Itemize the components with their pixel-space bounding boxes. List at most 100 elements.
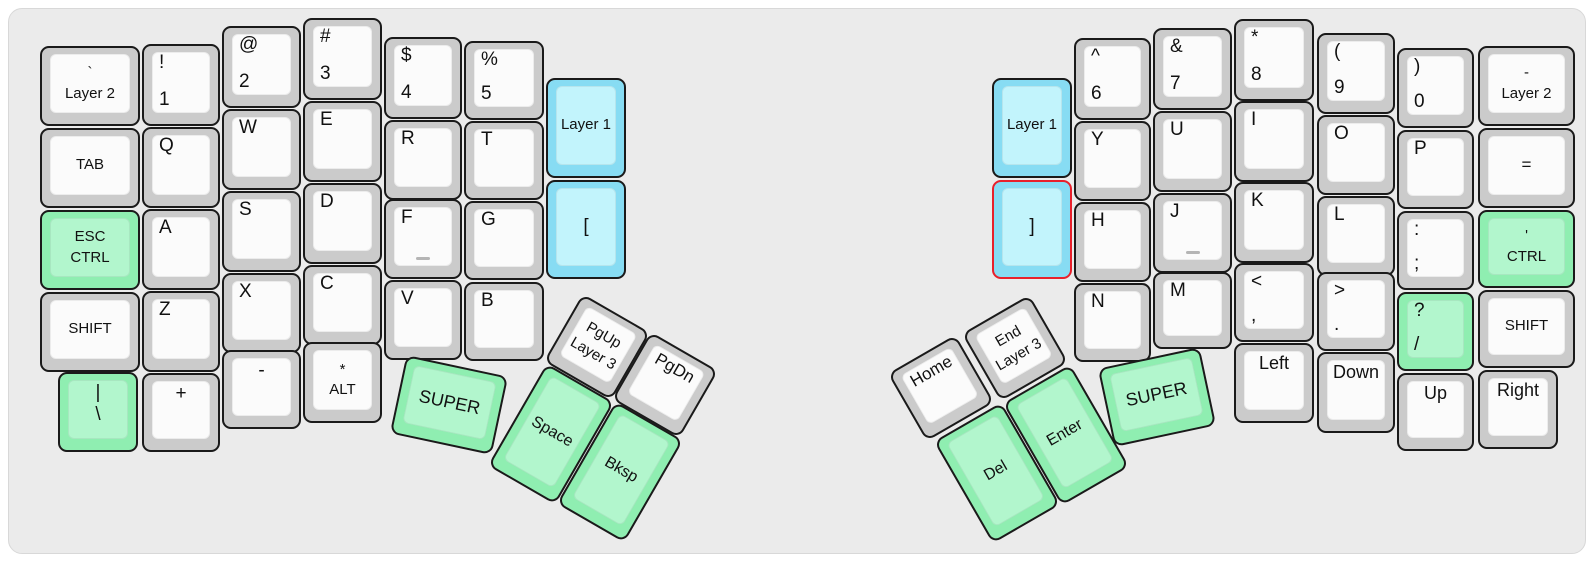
- key-y[interactable]: Y: [1074, 121, 1151, 201]
- key-minus-layer2[interactable]: -Layer 2: [1478, 46, 1575, 126]
- keycap-legend: ?: [1414, 300, 1425, 321]
- key-arrow-down[interactable]: Down: [1317, 352, 1395, 433]
- key-j[interactable]: J: [1153, 193, 1232, 273]
- key-8[interactable]: *8: [1234, 19, 1314, 101]
- key-tab[interactable]: TAB: [40, 128, 140, 208]
- key-n[interactable]: N: [1074, 283, 1151, 362]
- key-a[interactable]: A: [142, 209, 220, 290]
- key-r[interactable]: R: [384, 120, 462, 200]
- key-semicolon[interactable]: :;: [1397, 211, 1474, 290]
- key-l[interactable]: L: [1317, 196, 1395, 276]
- keycap-face: $4: [394, 45, 452, 106]
- keycap-face: SUPER: [1109, 356, 1204, 433]
- keycap-face: J: [1163, 201, 1222, 260]
- key-p[interactable]: P: [1397, 130, 1474, 209]
- key-plus[interactable]: +: [142, 373, 220, 452]
- key-9[interactable]: (9: [1317, 33, 1395, 114]
- key-e[interactable]: E: [303, 101, 382, 182]
- key-d[interactable]: D: [303, 183, 382, 264]
- keycap-legend: F: [401, 207, 413, 228]
- keycap-legend: (: [1334, 41, 1341, 62]
- keycap-legend: M: [1170, 280, 1186, 301]
- keycap-legend: Layer 1: [1006, 116, 1058, 134]
- keycap-face: Up: [1407, 381, 1464, 438]
- keycap-face: TAB: [50, 136, 130, 195]
- keycap-legend: -: [1524, 64, 1529, 82]
- keycap-legend: 7: [1170, 73, 1181, 94]
- keycap-face: Layer 1: [556, 86, 616, 165]
- key-equals[interactable]: =: [1478, 128, 1575, 208]
- key-7[interactable]: &7: [1153, 28, 1232, 110]
- key-u[interactable]: U: [1153, 111, 1232, 192]
- keycap-legend: @: [239, 34, 259, 55]
- key-6[interactable]: ^6: [1074, 38, 1151, 120]
- key-b[interactable]: B: [464, 282, 544, 361]
- keycap-legend: 5: [481, 83, 492, 104]
- key-o[interactable]: O: [1317, 115, 1395, 195]
- keycap-legend: D: [320, 191, 334, 212]
- key-asterisk-alt[interactable]: *ALT: [303, 342, 382, 423]
- key-comma[interactable]: <,: [1234, 263, 1314, 342]
- key-layer1-right[interactable]: Layer 1: [992, 78, 1072, 178]
- keycap-legend: SHIFT: [68, 320, 112, 338]
- key-v[interactable]: V: [384, 280, 462, 360]
- key-shift-left[interactable]: SHIFT: [40, 292, 140, 372]
- keycap-face: X: [232, 281, 291, 340]
- key-h[interactable]: H: [1074, 202, 1151, 282]
- key-5[interactable]: %5: [464, 41, 544, 120]
- key-arrow-left[interactable]: Left: [1234, 343, 1314, 423]
- key-c[interactable]: C: [303, 265, 382, 345]
- keycap-face: >.: [1327, 280, 1385, 338]
- keycap-face: *ALT: [313, 350, 372, 410]
- keycap-legend: ): [1414, 56, 1421, 77]
- key-i[interactable]: I: [1234, 101, 1314, 182]
- keycap-legend: Right: [1496, 380, 1540, 400]
- key-shift-right[interactable]: SHIFT: [1478, 290, 1575, 368]
- key-super-right[interactable]: SUPER: [1097, 347, 1217, 447]
- key-grave-layer2[interactable]: `Layer 2: [40, 46, 140, 126]
- key-left-bracket[interactable]: [: [546, 180, 626, 279]
- keycap-face: K: [1244, 190, 1304, 250]
- key-z[interactable]: Z: [142, 291, 220, 372]
- keycap-face: SHIFT: [1488, 298, 1565, 355]
- key-w[interactable]: W: [222, 109, 301, 190]
- keycap-face: SHIFT: [50, 300, 130, 359]
- keycap-legend: .: [1334, 314, 1340, 335]
- keycap-legend: -: [258, 360, 265, 381]
- key-k[interactable]: K: [1234, 182, 1314, 263]
- key-g[interactable]: G: [464, 201, 544, 280]
- key-0[interactable]: )0: [1397, 48, 1474, 128]
- key-x[interactable]: X: [222, 273, 301, 353]
- key-super-left[interactable]: SUPER: [389, 355, 509, 455]
- key-period[interactable]: >.: [1317, 272, 1395, 351]
- key-quote-ctrl[interactable]: 'CTRL: [1478, 210, 1575, 288]
- key-minus[interactable]: -: [222, 350, 301, 429]
- key-1[interactable]: !1: [142, 44, 220, 126]
- key-m[interactable]: M: [1153, 272, 1232, 349]
- key-question-slash[interactable]: ?/: [1397, 292, 1474, 371]
- key-layer1-left[interactable]: Layer 1: [546, 78, 626, 178]
- key-pipe-backslash[interactable]: |\: [58, 372, 138, 452]
- key-t[interactable]: T: [464, 121, 544, 200]
- key-2[interactable]: @2: [222, 26, 301, 108]
- key-q[interactable]: Q: [142, 127, 220, 208]
- keycap-legend: \: [95, 403, 101, 425]
- key-3[interactable]: #3: [303, 18, 382, 100]
- key-4[interactable]: $4: [384, 37, 462, 119]
- keycap-face: =: [1488, 136, 1565, 195]
- keycap-legend: 1: [159, 89, 170, 110]
- keycap-face: Z: [152, 299, 210, 359]
- keycap-legend: Enter: [1043, 415, 1086, 450]
- keycap-face: D: [313, 191, 372, 251]
- keycap-legend: TAB: [75, 156, 105, 174]
- key-arrow-up[interactable]: Up: [1397, 373, 1474, 451]
- keycap-face: Left: [1244, 351, 1304, 410]
- key-f[interactable]: F: [384, 199, 462, 279]
- key-s[interactable]: S: [222, 191, 301, 272]
- key-arrow-right[interactable]: Right: [1478, 370, 1558, 449]
- key-right-bracket[interactable]: ]: [992, 180, 1072, 279]
- keycap-legend: 3: [320, 63, 331, 84]
- keycap-legend: G: [481, 209, 496, 230]
